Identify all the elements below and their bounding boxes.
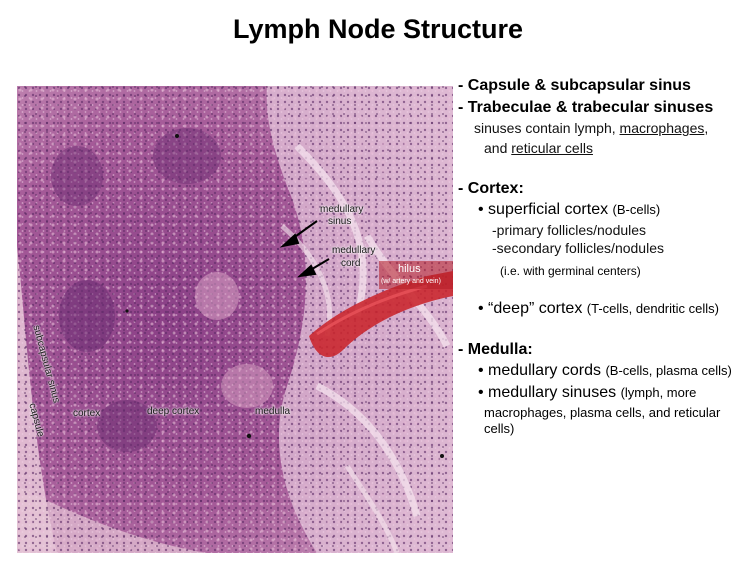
macrophages-link: macrophages (619, 120, 705, 136)
sinuses-detail-1: (lymph, more (620, 385, 697, 400)
sinuses-note-line-2: and reticular cells (484, 140, 593, 157)
sinuses-text-1: sinuses contain lymph, (474, 120, 616, 136)
label-medullary-cord-1: medullary (332, 245, 376, 256)
sinuses-detail-3: cells) (484, 421, 515, 436)
trabeculae-line: - Trabeculae & trabecular sinuses (458, 99, 714, 116)
lymph-node-micrograph: medullary sinus medullary cord hilus (w/… (17, 86, 453, 553)
label-medullary-sinus-2: sinus (328, 216, 352, 227)
label-medulla: medulla (255, 406, 291, 417)
cords-main: • medullary cords (478, 362, 601, 379)
germinal-centers: (i.e. with germinal centers) (500, 264, 641, 278)
medulla-heading: - Medulla: (458, 341, 533, 358)
deep-main: • “deep” cortex (478, 300, 583, 317)
page-title: Lymph Node Structure (232, 14, 524, 44)
comma: , (704, 120, 709, 136)
label-medullary-cord-2: cord (341, 258, 361, 269)
label-deep-cortex: deep cortex (147, 406, 200, 417)
micrograph-image (17, 86, 453, 553)
primary-follicles: -primary follicles/nodules (492, 222, 647, 238)
sinuses-main: • medullary sinuses (478, 384, 617, 401)
secondary-follicles: -secondary follicles/nodules (492, 240, 664, 256)
cords-detail: (B-cells, plasma cells) (605, 363, 732, 378)
label-hilus: hilus (398, 263, 421, 275)
label-medullary-sinus-1: medullary (320, 204, 364, 215)
deep-detail: (T-cells, dendritic cells) (586, 301, 719, 316)
medullary-sinuses-line: • medullary sinuses (lymph, more (478, 383, 696, 403)
label-cortex: cortex (73, 408, 101, 419)
label-hilus-sub: (w/ artery and vein) (381, 278, 441, 285)
superficial-main: • superficial cortex (478, 201, 609, 218)
sinuses-detail-2: macrophages, plasma cells, and reticular (484, 405, 721, 420)
capsule-line: - Capsule & subcapsular sinus (458, 77, 691, 94)
reticular-cells-link: reticular cells (511, 140, 593, 156)
cortex-heading: - Cortex: (458, 180, 524, 197)
sinuses-note-line-1: sinuses contain lymph, macrophages, (474, 120, 708, 137)
superficial-detail: (B-cells) (612, 202, 661, 217)
superficial-cortex-line: • superficial cortex (B-cells) (478, 200, 660, 220)
medullary-cords-line: • medullary cords (B-cells, plasma cells… (478, 361, 732, 381)
deep-cortex-line: • “deep” cortex (T-cells, dendritic cell… (478, 299, 719, 319)
sinuses-text-2: and (484, 140, 508, 156)
